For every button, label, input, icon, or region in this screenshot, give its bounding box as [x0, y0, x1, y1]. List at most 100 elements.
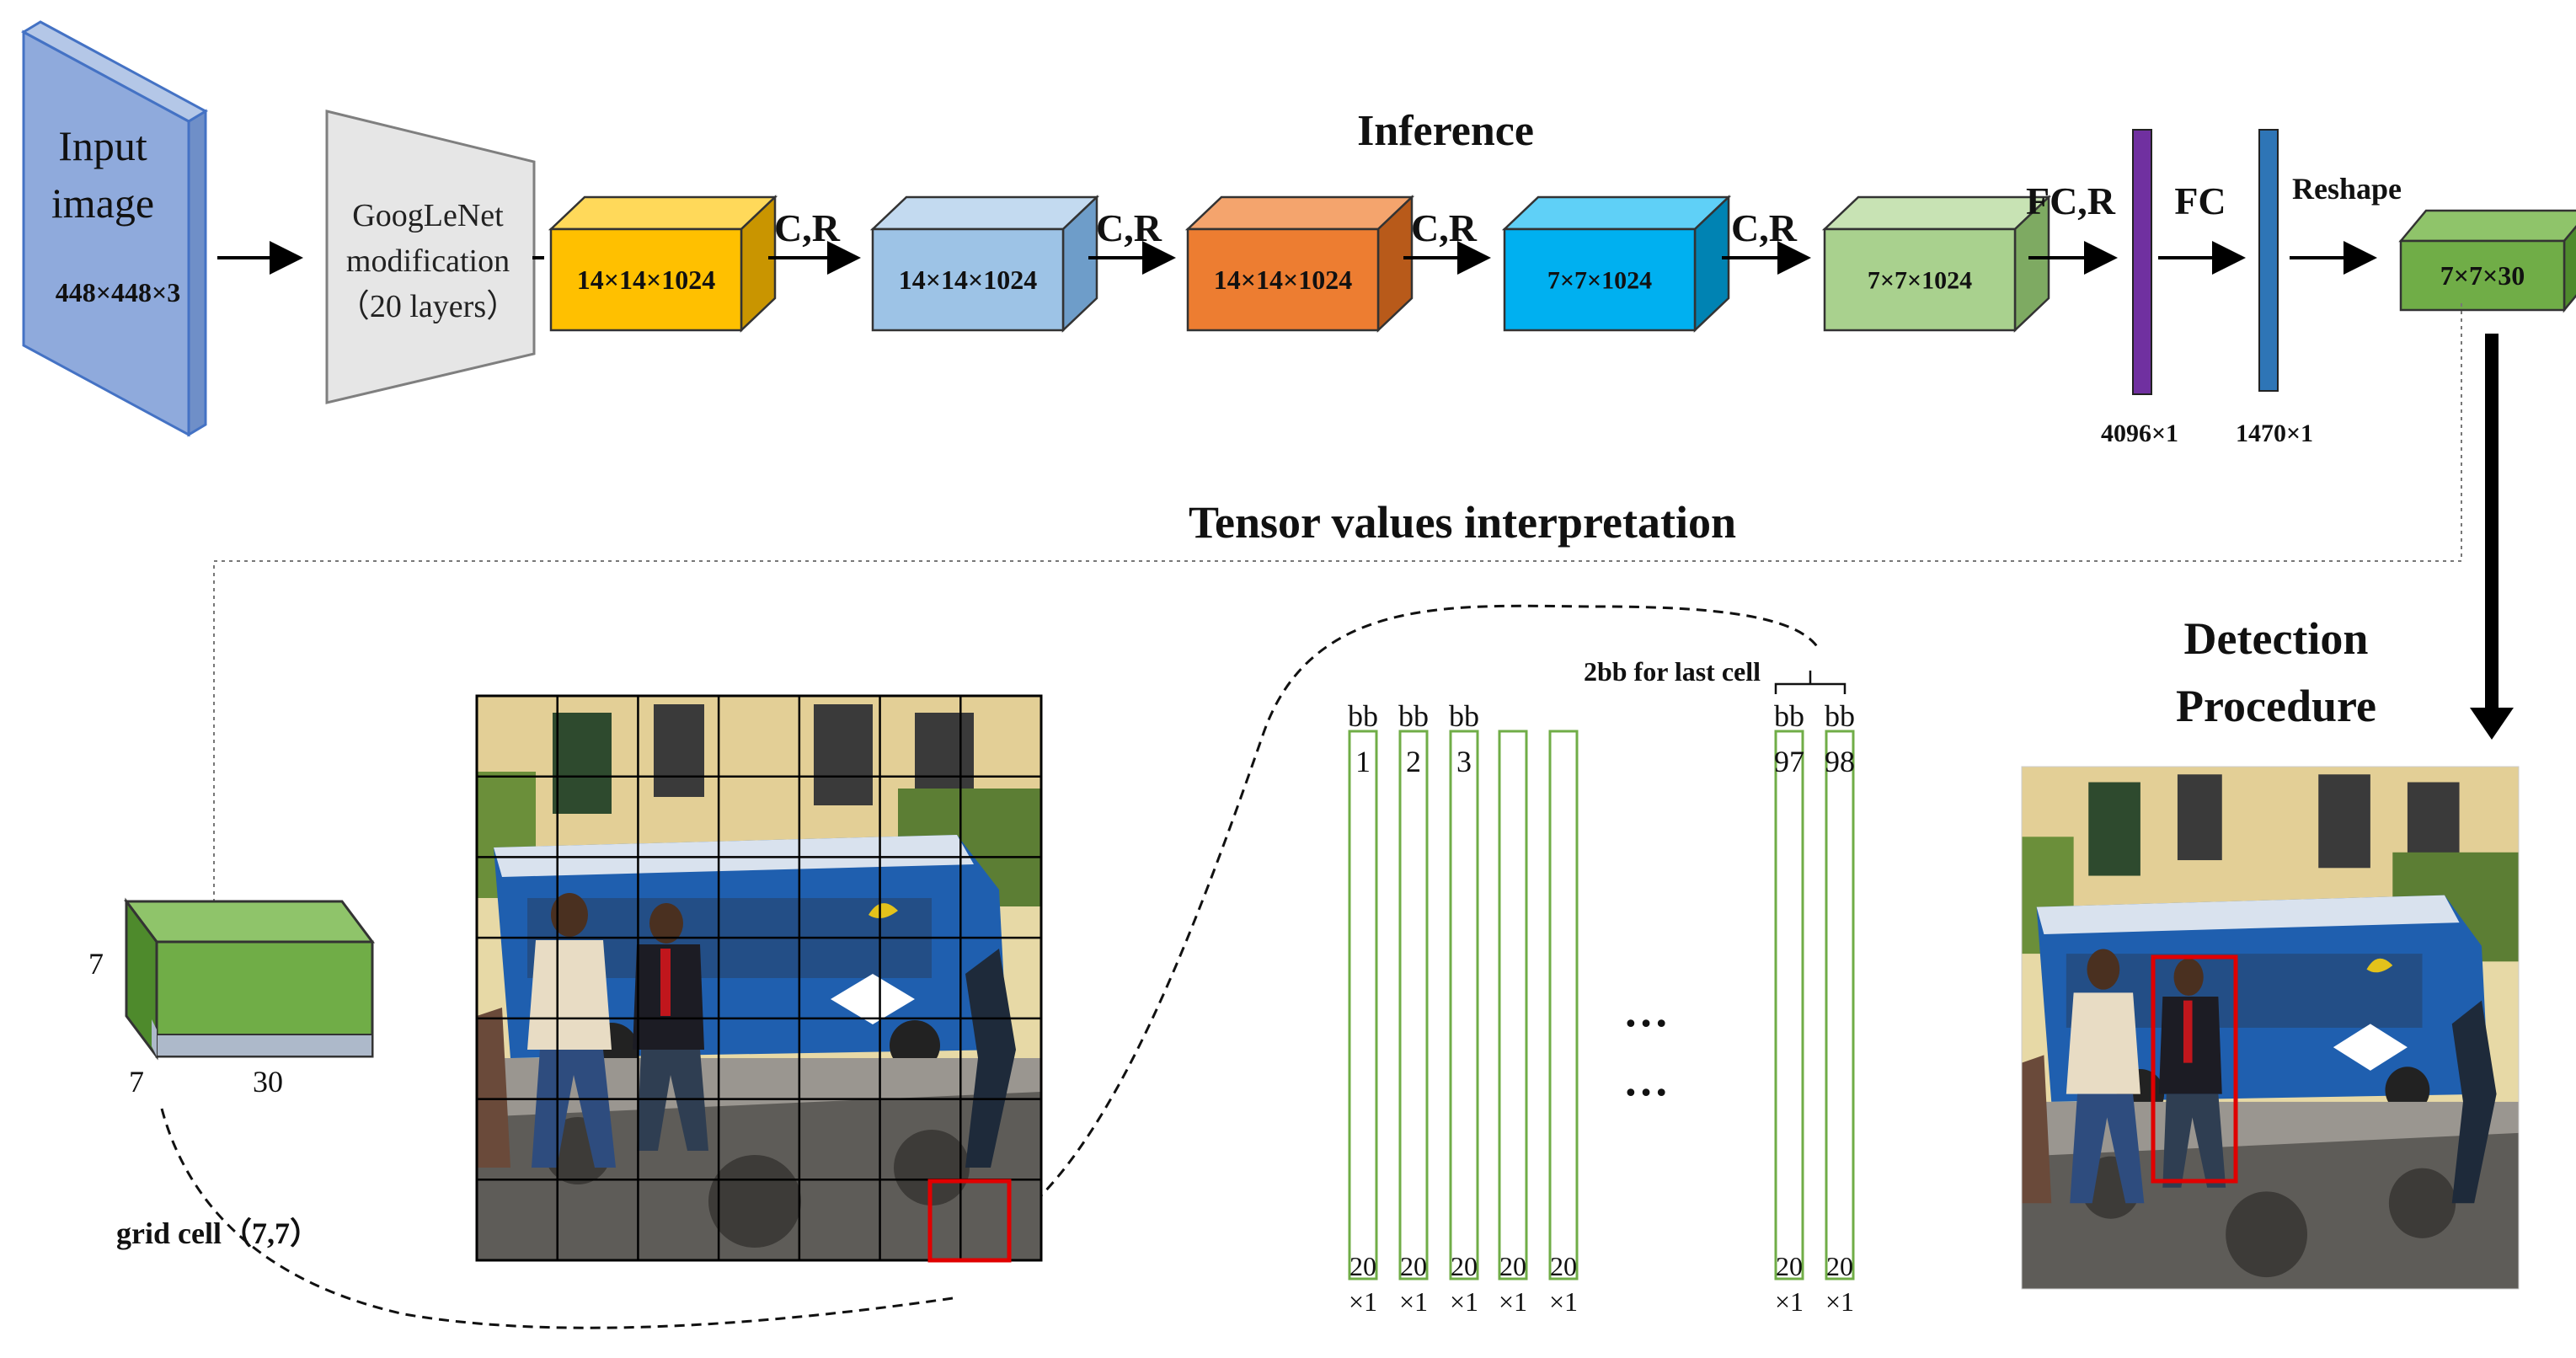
bb-vector-unit: ×1: [1450, 1286, 1478, 1317]
bb-vector-index: 97: [1774, 745, 1804, 778]
fc-layers: 4096×1 1470×1: [2101, 129, 2313, 447]
op-label-2: C,R: [1096, 206, 1162, 249]
op-label-5: FC,R: [2026, 179, 2116, 222]
feature-block-1-top-face: [548, 195, 778, 231]
tensor-cell-slice: [156, 1034, 373, 1057]
bb-vector-size: 20: [1499, 1251, 1526, 1281]
input-size-label: 448×448×3: [56, 277, 180, 307]
googlenet-line1: GoogLeNet: [352, 198, 504, 233]
feature-block-4-front-face: [1503, 227, 1697, 332]
bb-vector-header: bb: [1398, 699, 1429, 733]
op-label-3: C,R: [1411, 206, 1478, 249]
bb-vector-size: 20: [1550, 1251, 1577, 1281]
bb-vector-5: 20×1: [1548, 730, 1579, 1317]
op-label-6: FC: [2174, 179, 2226, 222]
dotted-connector: [213, 303, 2462, 901]
fc-bar-4096: [2132, 129, 2152, 395]
bb-vector-size: 20: [1349, 1251, 1376, 1281]
feature-block-2-top-face: [869, 195, 1100, 231]
bb-vector-bar: [1348, 730, 1378, 1280]
tensor-dim-channels: 30: [253, 1065, 283, 1099]
feature-block-5-label: 7×7×1024: [1868, 267, 1972, 295]
bb-vector-bar: [1449, 730, 1479, 1280]
bb-vector-size: 20: [1776, 1251, 1803, 1281]
bb-vector-header: bb: [1825, 699, 1855, 733]
dashed-curve-cell-to-vectors: [1022, 604, 1821, 1215]
bb-vector-bar: [1774, 730, 1804, 1280]
bb-vector-bar: [1398, 730, 1429, 1280]
feature-block-5: 7×7×1024: [1821, 195, 2052, 333]
tensor-interpretation-title: Tensor values interpretation: [1189, 497, 1736, 548]
bb-vector-bar: [1548, 730, 1579, 1280]
feature-block-3-front-face: [1186, 227, 1380, 332]
grid-cell-label: grid cell（7,7）: [116, 1216, 320, 1250]
feature-block-2-label: 14×14×1024: [899, 265, 1037, 295]
fc-label-1470: 1470×1: [2236, 420, 2313, 447]
op-label-1: C,R: [774, 206, 841, 249]
feature-block-4-label: 7×7×1024: [1547, 267, 1652, 295]
fc-bar-1470: [2258, 129, 2279, 392]
detection-title-line1: Detection: [2184, 613, 2369, 664]
tensor-cube: 7 7 30: [88, 897, 375, 1099]
grid-frame: [475, 694, 1043, 1262]
bb-vector-header: bb: [1774, 699, 1804, 733]
op-label-4: C,R: [1731, 206, 1798, 249]
bb-vector-bar: [1498, 730, 1528, 1280]
inference-title: Inference: [1357, 107, 1534, 155]
feature-block-5-front-face: [1823, 227, 2017, 332]
tensor-dim-depth: 7: [129, 1065, 144, 1099]
bb-vector-unit: ×1: [1499, 1286, 1527, 1317]
input-title-line1: Input: [58, 122, 147, 169]
bb-vector-2: bb 2 20 ×1: [1398, 699, 1429, 1317]
operation-arrows: C,R C,R C,R C,R FC,R FC Reshape: [768, 172, 2402, 275]
output-block-cuboid-label: 7×7×30: [2440, 260, 2525, 291]
bb-vector-size: 20: [1451, 1251, 1478, 1281]
grid-image: [475, 694, 1043, 1263]
bb-vector-unit: ×1: [1825, 1286, 1854, 1317]
bb-vector-index: 2: [1406, 745, 1421, 778]
input-image-slab: Input image 448×448×3: [20, 20, 209, 437]
feature-block-row: 14×14×1024 14×14×1024 14×14×1024 7×7×1024 7×…: [548, 195, 2052, 333]
bb-vector-size: 20: [1826, 1251, 1853, 1281]
googlenet-line3: （20 layers）: [338, 289, 518, 324]
bb-vector-index: 1: [1355, 745, 1371, 778]
output-block-cuboid-top-face: [2398, 209, 2576, 243]
bb-vector-index: 3: [1456, 745, 1472, 778]
bb-vector-unit: ×1: [1399, 1286, 1428, 1317]
grid-lines-7x7: [477, 696, 1041, 1260]
bb-vector-unit: ×1: [1349, 1286, 1377, 1317]
last-cell-brace: [1774, 671, 1846, 694]
tensor-dim-height: 7: [88, 947, 104, 981]
bb-vector-bar: [1825, 730, 1855, 1280]
feature-block-2: 14×14×1024: [869, 195, 1100, 333]
input-title-line2: image: [51, 179, 154, 227]
detection-title-line2: Procedure: [2176, 681, 2376, 731]
op-label-7: Reshape: [2292, 172, 2402, 206]
feature-block-4-top-face: [1501, 195, 1732, 231]
bb-vector-size: 20: [1400, 1251, 1427, 1281]
output-block-cuboid: 7×7×30: [2398, 209, 2576, 313]
output-tensor-block: 7×7×30: [2398, 209, 2576, 313]
bb-vector-7: bb 98 20 ×1: [1825, 699, 1855, 1317]
fc-label-4096: 4096×1: [2101, 420, 2178, 447]
bb-vector-header: bb: [1449, 699, 1479, 733]
feature-block-1: 14×14×1024: [548, 195, 778, 333]
feature-block-1-label: 14×14×1024: [577, 265, 715, 295]
detection-image-frame: [2021, 766, 2520, 1290]
output-block-cuboid-front-face: [2399, 239, 2566, 312]
detection-bounding-box: [2151, 954, 2238, 1184]
googlenet-block: GoogLeNet modification （20 layers）: [325, 110, 536, 404]
googlenet-line2: modification: [346, 243, 510, 279]
feature-block-3-label: 14×14×1024: [1214, 265, 1352, 295]
bb-vector-4: 20×1: [1498, 730, 1528, 1317]
bb-vector-index: 98: [1825, 745, 1855, 778]
detection-image: [2021, 766, 2520, 1290]
dashed-curve-cube-to-cell: [160, 1108, 959, 1329]
feature-block-3: 14×14×1024: [1184, 195, 1415, 333]
feature-block-3-top-face: [1184, 195, 1415, 231]
feature-block-1-front-face: [549, 227, 743, 332]
bb-vector-unit: ×1: [1549, 1286, 1578, 1317]
